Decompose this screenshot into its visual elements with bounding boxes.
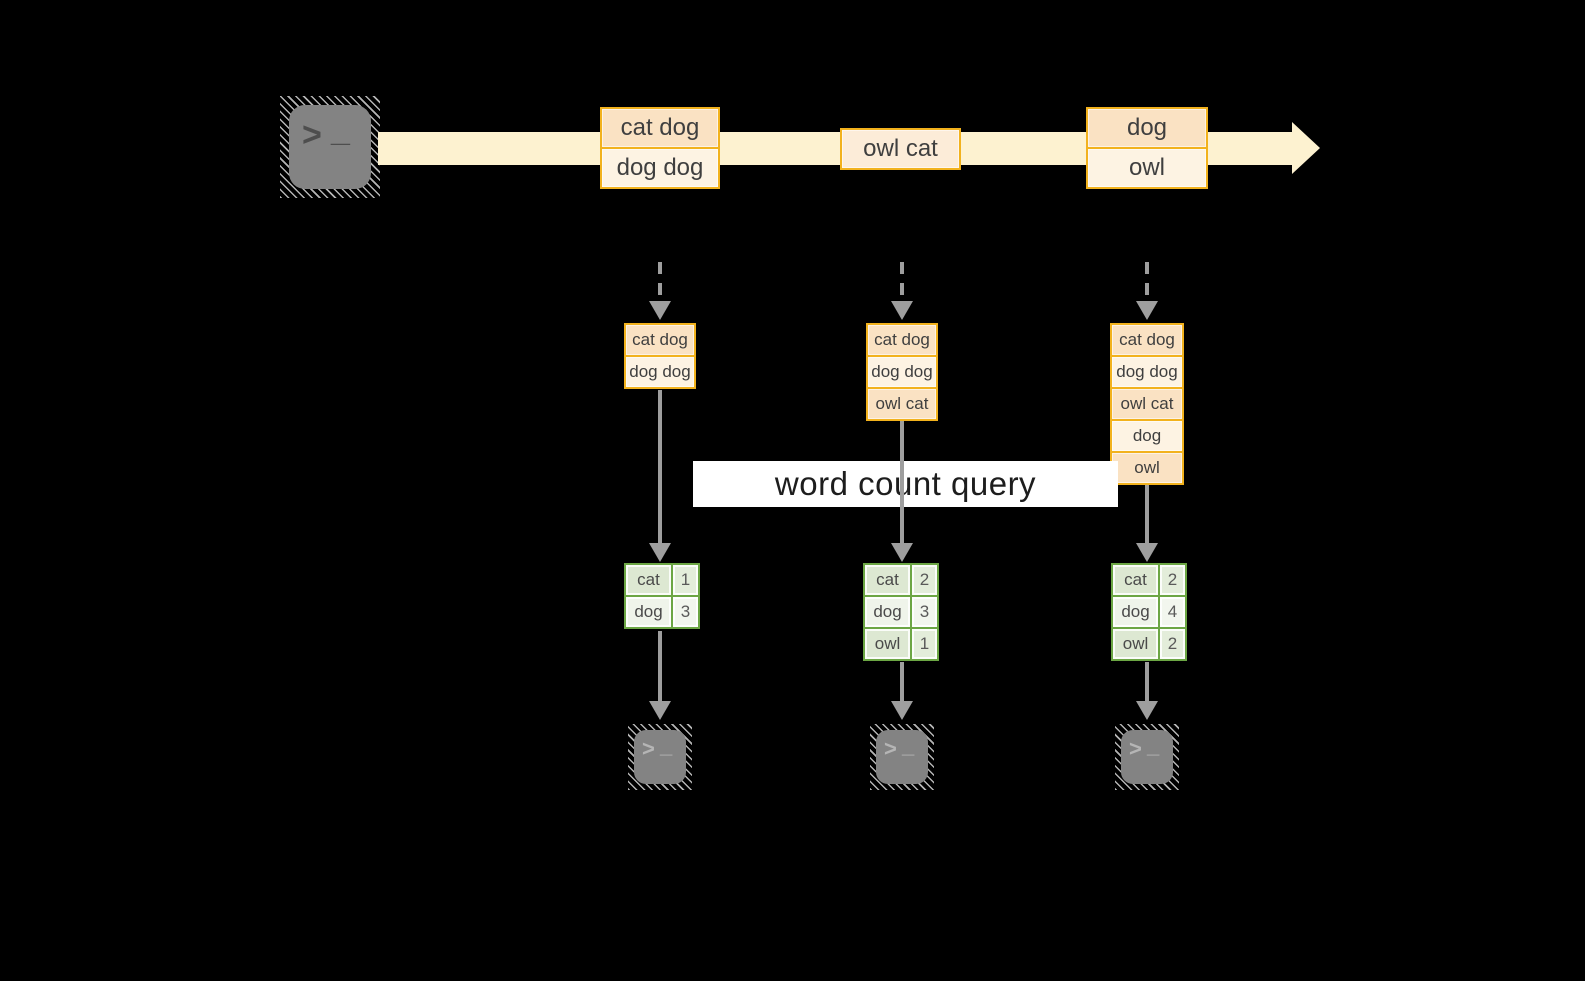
table-row: cat 1 <box>626 565 698 595</box>
word-cell: dog <box>1113 597 1158 627</box>
table-row: cat 2 <box>1113 565 1185 595</box>
stack-row: cat dog <box>868 325 936 355</box>
batch-stack-1: cat dog dog dog <box>624 323 696 389</box>
stack-row: dog <box>1112 421 1182 451</box>
word-cell: dog <box>626 597 671 627</box>
flow-arrowhead-icon <box>891 543 913 562</box>
terminal-body: > _ <box>289 105 371 189</box>
output-terminal-icon-3: > _ <box>1115 724 1179 790</box>
flow-line-col2 <box>900 421 904 544</box>
dashed-arrow-col3 <box>1145 262 1149 302</box>
output-arrowhead-icon <box>891 701 913 720</box>
flow-arrowhead-icon <box>649 543 671 562</box>
word-count-query-banner: word count query <box>693 461 1118 507</box>
event-row: owl cat <box>842 130 959 168</box>
terminal-cursor-icon: _ <box>1147 733 1160 758</box>
dashed-arrowhead-icon <box>1136 301 1158 320</box>
dashed-arrowhead-icon <box>891 301 913 320</box>
stack-row: owl <box>1112 453 1182 483</box>
count-table-3: cat 2 dog 4 owl 2 <box>1111 563 1187 661</box>
table-row: dog 3 <box>865 597 937 627</box>
count-cell: 1 <box>912 629 937 659</box>
terminal-body: > _ <box>876 730 928 784</box>
terminal-prompt-icon: > <box>884 736 897 761</box>
flow-line-col1 <box>658 390 662 544</box>
stream-arrowhead-icon <box>1292 122 1320 174</box>
count-cell: 1 <box>673 565 698 595</box>
terminal-cursor-icon: _ <box>902 733 915 758</box>
table-row: owl 2 <box>1113 629 1185 659</box>
dashed-arrowhead-icon <box>649 301 671 320</box>
output-arrowhead-icon <box>1136 701 1158 720</box>
flow-arrowhead-icon <box>1136 543 1158 562</box>
terminal-body: > _ <box>1121 730 1173 784</box>
word-cell: cat <box>865 565 910 595</box>
stack-row: owl cat <box>868 389 936 419</box>
event-row: dog dog <box>602 149 718 187</box>
stack-row: dog dog <box>1112 357 1182 387</box>
output-arrowhead-icon <box>649 701 671 720</box>
table-row: dog 4 <box>1113 597 1185 627</box>
batch-stack-2: cat dog dog dog owl cat <box>866 323 938 421</box>
terminal-prompt-icon: > <box>302 116 322 154</box>
terminal-prompt-icon: > <box>1129 736 1142 761</box>
stack-row: cat dog <box>626 325 694 355</box>
count-table-2: cat 2 dog 3 owl 1 <box>863 563 939 661</box>
table-row: owl 1 <box>865 629 937 659</box>
event-row: cat dog <box>602 109 718 147</box>
output-terminal-icon-1: > _ <box>628 724 692 790</box>
terminal-body: > _ <box>634 730 686 784</box>
batch-stack-3: cat dog dog dog owl cat dog owl <box>1110 323 1184 485</box>
table-row: cat 2 <box>865 565 937 595</box>
dashed-arrow-col1 <box>658 262 662 302</box>
dashed-arrow-col2 <box>900 262 904 302</box>
output-line-col2 <box>900 662 904 702</box>
stack-row: cat dog <box>1112 325 1182 355</box>
table-row: dog 3 <box>626 597 698 627</box>
event-box-3: dog owl <box>1086 107 1208 189</box>
word-cell: dog <box>865 597 910 627</box>
event-row: dog <box>1088 109 1206 147</box>
banner-label: word count query <box>774 465 1037 502</box>
count-cell: 3 <box>912 597 937 627</box>
terminal-cursor-icon: _ <box>331 111 350 149</box>
output-line-col1 <box>658 631 662 702</box>
event-row: owl <box>1088 149 1206 187</box>
word-cell: cat <box>626 565 671 595</box>
flow-line-col3 <box>1145 485 1149 544</box>
event-box-1: cat dog dog dog <box>600 107 720 189</box>
output-terminal-icon-2: > _ <box>870 724 934 790</box>
count-cell: 4 <box>1160 597 1185 627</box>
count-table-1: cat 1 dog 3 <box>624 563 700 629</box>
output-line-col3 <box>1145 662 1149 702</box>
count-cell: 2 <box>1160 629 1185 659</box>
count-cell: 2 <box>1160 565 1185 595</box>
event-box-2: owl cat <box>840 128 961 170</box>
count-cell: 3 <box>673 597 698 627</box>
source-terminal-icon: > _ <box>280 96 380 198</box>
terminal-cursor-icon: _ <box>660 733 673 758</box>
word-cell: cat <box>1113 565 1158 595</box>
stack-row: dog dog <box>626 357 694 387</box>
count-cell: 2 <box>912 565 937 595</box>
stack-row: dog dog <box>868 357 936 387</box>
word-cell: owl <box>865 629 910 659</box>
terminal-prompt-icon: > <box>642 736 655 761</box>
word-cell: owl <box>1113 629 1158 659</box>
stack-row: owl cat <box>1112 389 1182 419</box>
